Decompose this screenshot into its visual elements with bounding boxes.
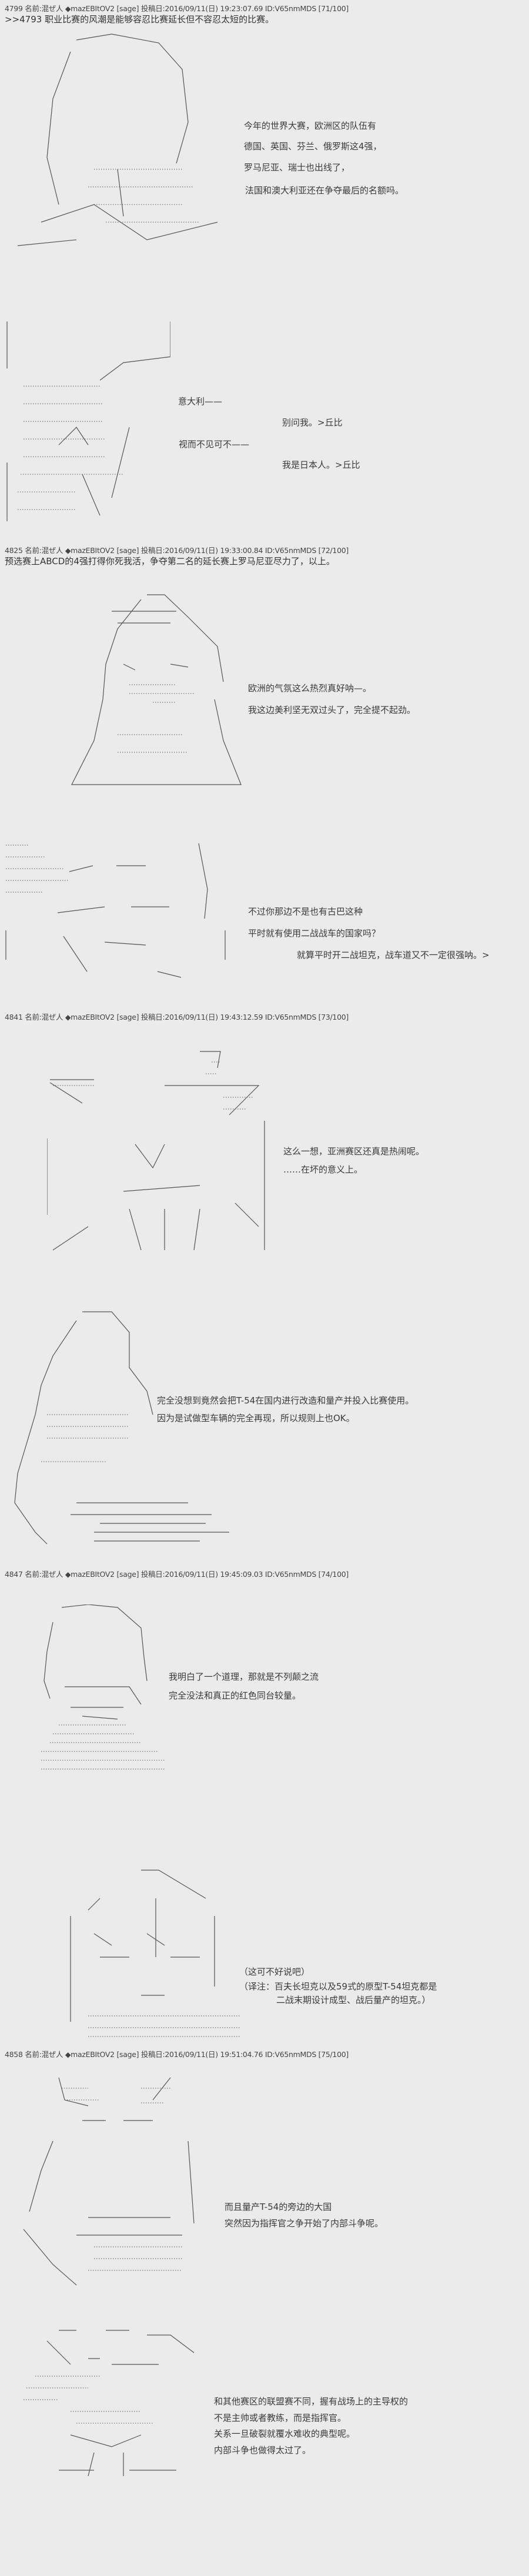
ascii-art-figure [12,1309,235,1550]
dialogue-line: 欧洲的气氛这么热烈真好呐—。 [248,683,372,694]
post-header: 4858 名前:混ぜ人 ◆mazEBItOV2 [sage] 投稿日:2016/… [5,2050,349,2059]
dialogue-line: 突然因为指挥官之争开始了内部斗争呢。 [225,2218,384,2229]
post-body: >>4793 职业比赛的风潮是能够容忍比赛延长但不容忍太短的比赛。 [5,14,274,25]
dialogue-line: 今年的世界大赛，欧洲区的队伍有 [244,120,377,131]
post-header: 4825 名前:混ぜ人 ◆mazEBItOV2 [sage] 投稿日:2016/… [5,546,349,555]
dialogue-line: 我明白了一个道理，那就是不列颠之流 [169,1671,319,1682]
ascii-art-figure [6,1604,170,1772]
ascii-art-figure [6,28,223,263]
dialogue-line: 别问我。>丘比 [282,417,343,428]
dialogue-line: 我这边美利坚无双过头了，完全提不起劲。 [248,705,416,715]
dialogue-line: 和其他赛区的联盟赛不同，握有战场上的主导权的 [214,2396,409,2407]
dialogue-line: 平时就有使用二战战车的国家吗？ [248,928,381,939]
post-body: 预选赛上ABCD的4强打得你死我活，争夺第二名的延长赛上罗马尼亚尽力了，以上。 [5,556,335,567]
dialogue-line: 罗马尼亚、瑞士也出线了， [244,162,350,173]
post-header: 4841 名前:混ぜ人 ◆mazEBItOV2 [sage] 投稿日:2016/… [5,1013,349,1021]
post-header: 4799 名前:混ぜ人 ◆mazEBItOV2 [sage] 投稿日:2016/… [5,4,349,13]
ascii-art-figure [18,2076,200,2288]
dialogue-line: 不过你那边不是也有古巴这种 [248,906,363,917]
dialogue-line: （译注：百夫长坦克以及59式的原型T-54坦克都是 [239,1981,437,1992]
dialogue-line: 意大利—— [178,396,223,407]
ascii-art-figure [71,594,244,788]
dialogue-line: （这可不好说吧） [239,1967,310,1977]
dialogue-line: 不是主帅或者教练，而是指挥官。 [214,2413,347,2423]
post-header: 4847 名前:混ぜ人 ◆mazEBItOV2 [sage] 投稿日:2016/… [5,1570,349,1579]
dialogue-line: 德国、英国、芬兰、俄罗斯这4强， [244,141,382,152]
dialogue-line: 就算平时开二战坦克，战车道又不一定很强呐。> [297,950,490,960]
dialogue-line: ……在坏的意义上。 [283,1164,363,1175]
dialogue-line: 这么一想，亚洲赛区还真是热闹呢。 [283,1146,425,1157]
dialogue-line: 我是日本人。>丘比 [282,460,360,470]
dialogue-line: 完全没想到竟然会把T-54在国内进行改造和量产并投入比赛使用。 [157,1395,414,1406]
ascii-art-figure [47,1050,270,1254]
ascii-art-figure [6,321,170,521]
dialogue-line: 关系一旦破裂就覆水难收的典型呢。 [214,2428,356,2439]
dialogue-line: 而且量产T-54的旁边的大国 [225,2202,332,2212]
dialogue-line: 完全没法和真正的红色同台较量。 [169,1690,302,1701]
dialogue-line: 因为是试做型车辆的完全再现，所以规则上也OK。 [157,1413,355,1423]
ascii-art-figure [24,2329,197,2476]
ascii-art-figure [59,1869,244,2039]
dialogue-line: 二战末期设计成型、战后量产的坦克。） [276,1995,431,2005]
dialogue-line: 法国和澳大利亚还在争夺最后的名额吗。 [245,185,404,196]
ascii-art-figure [5,842,228,989]
dialogue-line: 内部斗争也做得太过了。 [214,2445,312,2456]
dialogue-line: 视而不见可不—— [179,439,250,450]
